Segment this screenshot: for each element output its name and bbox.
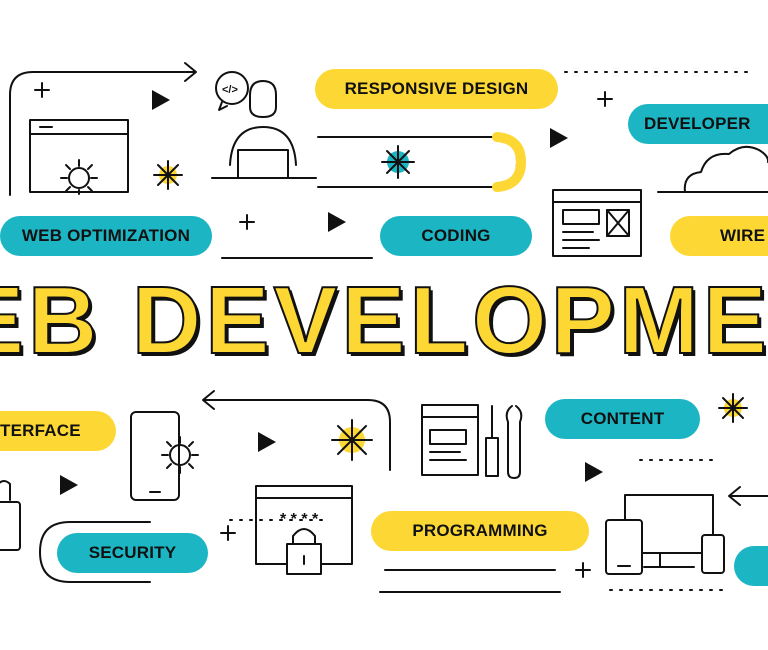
- mobile-settings-icon: [130, 411, 199, 501]
- sparkle-icon: [331, 419, 373, 461]
- curve-line: [317, 132, 526, 192]
- pill-responsive-design: RESPONSIVE DESIGN: [315, 69, 558, 109]
- arrow-right-icon: [9, 62, 197, 196]
- svg-text:</>: </>: [222, 84, 238, 96]
- plus-icon: [575, 562, 591, 578]
- play-icon: [152, 90, 170, 110]
- pill-coding: CODING: [380, 216, 532, 256]
- pill-web-optimization: WEB OPTIMIZATION: [0, 216, 212, 256]
- pill-security: SECURITY: [57, 533, 208, 573]
- banner-title: EB DEVELOPME: [0, 267, 768, 374]
- plus-icon: [239, 214, 255, 230]
- play-icon: [60, 475, 78, 495]
- sparkle-icon: [718, 393, 748, 423]
- secure-login-icon: * * * *: [255, 485, 353, 575]
- arrow-left-icon: [202, 390, 391, 471]
- wireframe-browser-icon: [552, 189, 642, 257]
- pill-wire: WIRE: [670, 216, 768, 256]
- pill-programming: PROGRAMMING: [371, 511, 589, 551]
- curve-line: [39, 521, 151, 583]
- browser-settings-icon: [29, 119, 129, 195]
- browser-tools-icon: [421, 404, 523, 479]
- arrow-left-icon: [728, 486, 768, 506]
- responsive-devices-icon: [605, 494, 725, 575]
- play-icon: [258, 432, 276, 452]
- pill-partial: [734, 546, 768, 586]
- password-mask: * * * *: [280, 511, 319, 528]
- sparkle-icon: [381, 145, 415, 179]
- plus-icon: [34, 82, 50, 98]
- sparkle-icon: [153, 160, 183, 190]
- cloud-icon: [657, 145, 768, 193]
- pill-interface: TERFACE: [0, 411, 116, 451]
- plus-icon: [597, 91, 613, 107]
- developer-person-icon: </>: [211, 71, 317, 179]
- plus-icon: [220, 525, 236, 541]
- lock-icon: [0, 480, 21, 551]
- play-icon: [550, 128, 568, 148]
- play-icon: [328, 212, 346, 232]
- pill-content: CONTENT: [545, 399, 700, 439]
- play-icon: [585, 462, 603, 482]
- pill-developer: DEVELOPER: [628, 104, 768, 144]
